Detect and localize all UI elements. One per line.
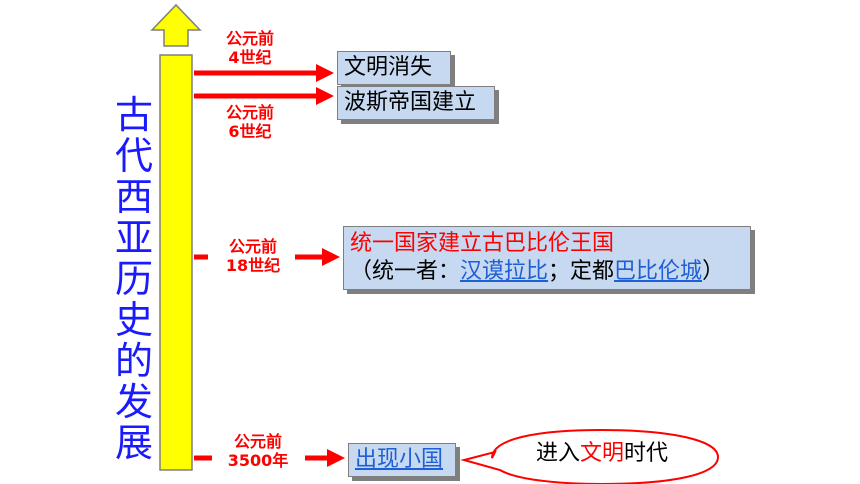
small-states-link[interactable]: 出现小国 bbox=[355, 447, 444, 472]
arrowhead-event-4-icon bbox=[327, 449, 345, 467]
timeline-axis bbox=[159, 54, 193, 471]
event-box-2: 波斯帝国建立 bbox=[337, 86, 495, 120]
axis-arrowhead-icon bbox=[150, 3, 202, 47]
diagram-title: 古代西亚历史的发展 bbox=[114, 93, 153, 465]
event-box-3: 统一国家建立古巴比伦王国 （统一者：汉谟拉比；定都巴比伦城） bbox=[343, 226, 751, 290]
arrowhead-event-3-icon bbox=[322, 248, 340, 266]
babylon-link[interactable]: 巴比伦城 bbox=[614, 259, 703, 284]
bubble-text: 进入文明时代 bbox=[535, 441, 669, 466]
speech-bubble bbox=[460, 428, 720, 484]
arrowhead-event-2-icon bbox=[316, 87, 334, 105]
event-3-detail: （统一者：汉谟拉比；定都巴比伦城） bbox=[350, 259, 725, 284]
event-box-1: 文明消失 bbox=[337, 51, 451, 85]
hammurabi-link[interactable]: 汉谟拉比 bbox=[460, 259, 549, 284]
event-box-4: 出现小国 bbox=[348, 443, 456, 477]
event-3-headline: 统一国家建立古巴比伦王国 bbox=[350, 231, 615, 256]
arrowhead-event-1-icon bbox=[316, 64, 334, 82]
